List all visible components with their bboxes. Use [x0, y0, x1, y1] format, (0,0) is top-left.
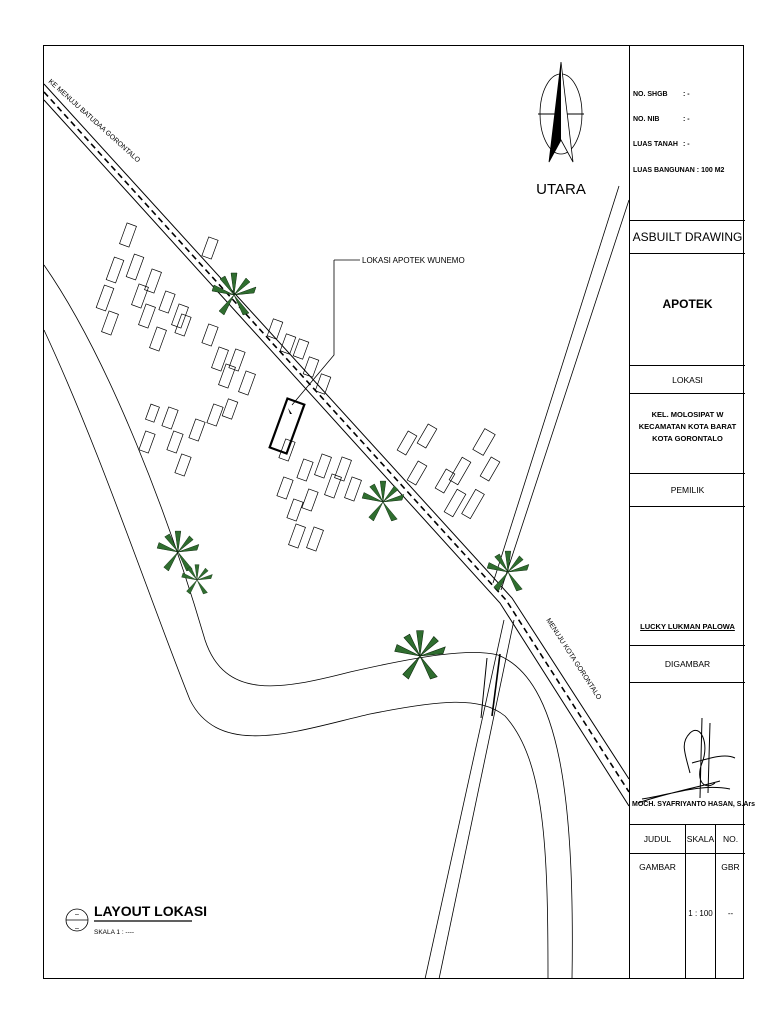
- road-label-right: MENUJU KOTA GORONTALO: [544, 617, 602, 701]
- location-address: KEL. MOLOSIPAT W KECAMATAN KOTA BARAT KO…: [630, 394, 745, 474]
- owner-name: LUCKY LUKMAN PALOWA: [640, 622, 735, 631]
- buildings: [95, 222, 501, 552]
- signature-icon: [637, 717, 736, 804]
- drawing-type: ASBUILT DRAWING: [630, 221, 745, 254]
- project-name: APOTEK: [630, 254, 745, 366]
- drawn-header: DIGAMBAR: [630, 646, 745, 683]
- legend-scale: SKALA 1 : ----: [94, 929, 134, 936]
- legend-title: LAYOUT LOKASI: [94, 903, 207, 919]
- col-number: NO. GBR --: [716, 825, 745, 979]
- col-title: JUDUL GAMBAR: [630, 825, 686, 979]
- drawing-info-table: JUDUL GAMBAR SKALA 1 : 100 NO. GBR --: [630, 825, 745, 979]
- north-arrow-icon: [538, 61, 584, 163]
- col-number-header: NO. GBR: [716, 825, 745, 872]
- bridge: [480, 653, 501, 719]
- owner-section: LUCKY LUKMAN PALOWA: [630, 507, 745, 646]
- layout-legend: – – LAYOUT LOKASI SKALA 1 : ----: [65, 903, 207, 936]
- side-road: [492, 185, 630, 591]
- col-scale: SKALA 1 : 100: [686, 825, 716, 979]
- scale-value: 1 : 100: [688, 909, 713, 918]
- info-building-area: LUAS BANGUNAN : 100 M2: [633, 167, 725, 174]
- info-section: NO. SHGB: - NO. NIB: - LUAS TANAH: - LUA…: [630, 45, 745, 221]
- col-scale-header: SKALA: [686, 825, 715, 854]
- location-header: LOKASI: [630, 366, 745, 394]
- info-nib: NO. NIB: -: [633, 116, 690, 123]
- north-label: UTARA: [536, 181, 586, 198]
- legend-marker-top: –: [75, 911, 79, 918]
- site-location-marker: [268, 259, 360, 455]
- palm-tree-icon: [156, 272, 530, 680]
- number-value: --: [727, 909, 734, 918]
- south-road: [424, 619, 515, 980]
- drawn-section: MOCH. SYAFRIYANTO HASAN, S.Ars: [630, 683, 755, 825]
- info-shgb: NO. SHGB: -: [633, 91, 690, 98]
- drafter-name: MOCH. SYAFRIYANTO HASAN, S.Ars: [632, 801, 756, 808]
- road-label-left: KE MENUJU BATUDAA GORONTALO: [47, 78, 142, 164]
- info-land-area: LUAS TANAH: -: [633, 141, 690, 148]
- location-label: LOKASI APOTEK WUNEMO: [362, 256, 465, 265]
- river: [43, 264, 573, 980]
- main-road: [43, 83, 630, 807]
- title-block: NO. SHGB: - NO. NIB: - LUAS TANAH: - LUA…: [629, 45, 755, 979]
- legend-marker-bottom: –: [75, 925, 79, 932]
- owner-header: PEMILIK: [630, 474, 745, 507]
- col-title-header: JUDUL GAMBAR: [630, 825, 685, 872]
- drawing-sheet-border: [43, 45, 744, 979]
